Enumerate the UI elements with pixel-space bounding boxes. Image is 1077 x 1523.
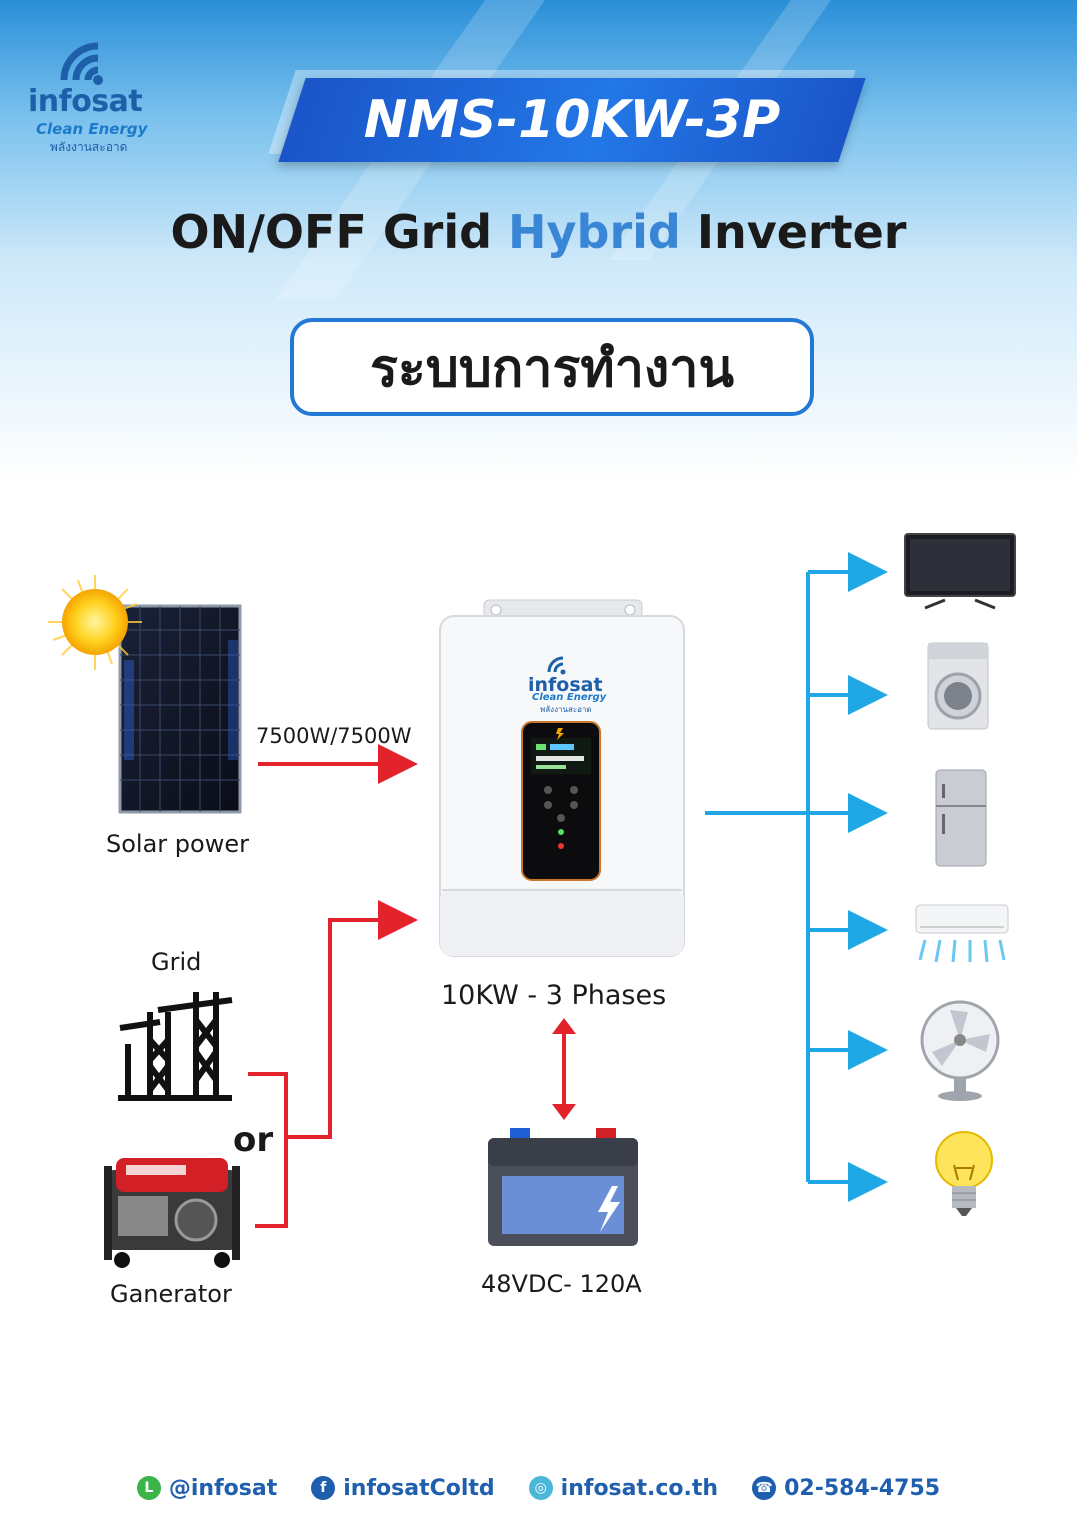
subtitle-part-3: Inverter [680,205,907,259]
facebook-page: infosatColtd [343,1475,495,1501]
footer-website[interactable]: ◎ infosat.co.th [528,1475,719,1501]
refrigerator-icon [935,769,987,867]
inverter-brand: infosat [528,674,603,696]
globe-icon: ◎ [528,1476,553,1500]
output-arrows [808,552,888,1202]
footer-facebook[interactable]: f infosatColtd [311,1475,495,1501]
line-icon: L [136,1476,161,1500]
sun-icon [48,575,142,670]
phone-number: 02-584-4755 [784,1475,941,1501]
footer-line[interactable]: L @infosat [136,1475,278,1501]
logo-thai-text: พลังงานสะอาด [50,140,128,154]
solar-panel-icon [118,604,242,814]
subtitle-highlight: Hybrid [508,205,681,259]
model-name: NMS-10KW-3P [363,90,781,150]
section-title-box: ระบบการทำงาน [290,318,814,416]
light-bulb-icon [935,1131,993,1216]
grid-tower-icon [118,992,233,1101]
tv-icon [904,533,1016,610]
generator-icon [104,1158,240,1268]
logo-subtitle: Clean Energy [36,120,148,138]
generator-label: Ganerator [110,1280,232,1308]
solar-rating: 7500W/7500W [256,724,412,748]
inverter-label: 10KW - 3 Phases [441,980,667,1011]
line-id: @infosat [168,1475,278,1501]
phone-icon: ☎ [752,1476,777,1500]
battery-label: 48VDC- 120A [481,1270,642,1298]
fan-icon [920,1000,1000,1101]
footer-contacts: L @infosat f infosatColtd ◎ infosat.co.t… [0,1470,1077,1506]
grid-label: Grid [151,948,202,976]
wifi-logo-icon [60,42,103,85]
washing-machine-icon [927,642,989,730]
product-subtitle: ON/OFF Grid Hybrid Inverter [0,205,1077,259]
logo-brand: infosat [28,84,143,119]
battery-icon [488,1128,638,1246]
inverter-icon [439,599,685,957]
subtitle-part-1: ON/OFF Grid [170,205,509,259]
output-connector [705,572,810,1182]
air-conditioner-icon [915,904,1009,963]
company-logo: infosat Clean Energy พลังงานสะอาด [28,40,178,160]
or-label: or [233,1120,274,1160]
inverter-brand-thai: พลังงานสะอาด [540,705,592,714]
battery-link-arrow [552,1018,576,1120]
section-title: ระบบการทำงาน [369,338,735,399]
footer-phone[interactable]: ☎ 02-584-4755 [752,1476,940,1501]
inverter-brand-sub: Clean Energy [532,692,607,703]
solar-label: Solar power [106,830,249,858]
website-url: infosat.co.th [560,1475,719,1501]
grid-generator-connector [248,900,418,1228]
facebook-icon: f [311,1476,336,1500]
